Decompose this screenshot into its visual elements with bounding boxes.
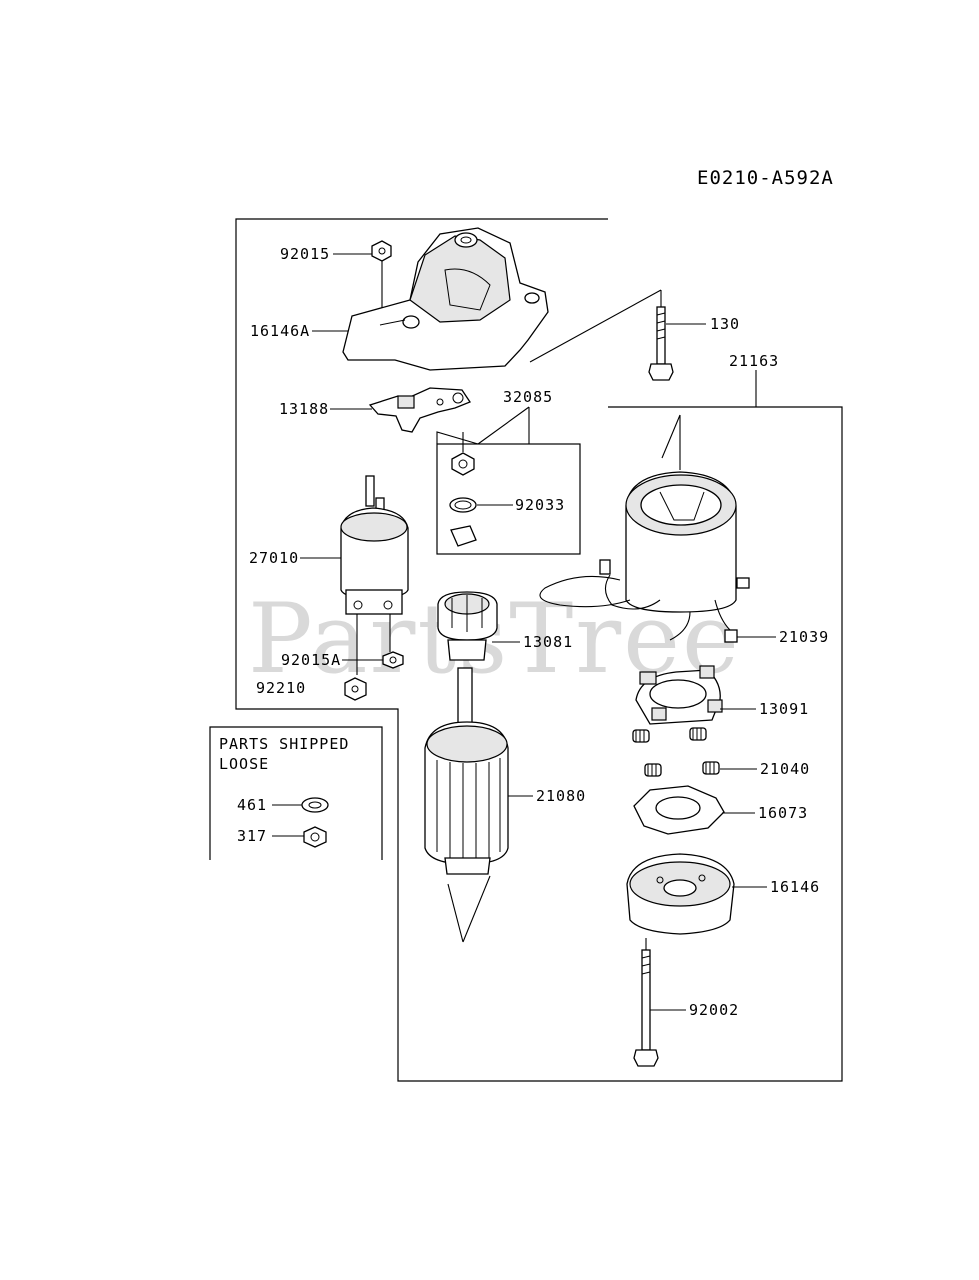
plate-16073-drawing xyxy=(633,785,725,835)
label-461: 461 xyxy=(237,796,267,814)
label-92210: 92210 xyxy=(256,679,306,697)
label-32085: 32085 xyxy=(503,388,553,406)
loose-title-line1: PARTS SHIPPED xyxy=(219,735,349,753)
springs-21040-drawing xyxy=(632,727,720,777)
diagram-code: E0210-A592A xyxy=(697,167,834,189)
label-13081: 13081 xyxy=(523,633,573,651)
loose-parts-box xyxy=(209,726,383,860)
lever-13188-drawing xyxy=(368,387,471,433)
label-21080: 21080 xyxy=(536,787,586,805)
yoke-21163-drawing xyxy=(539,414,750,641)
bolt-130-drawing xyxy=(529,289,674,381)
bolt-92002-drawing xyxy=(633,938,659,1067)
main-frame xyxy=(235,218,843,1082)
brush-holder-13091-drawing xyxy=(635,665,723,725)
label-16073: 16073 xyxy=(758,804,808,822)
terminal-21039-drawing xyxy=(724,629,738,643)
label-21163: 21163 xyxy=(729,352,779,370)
solenoid-27010-drawing xyxy=(340,475,409,675)
label-92033: 92033 xyxy=(515,496,565,514)
kit-32085-drawing xyxy=(449,432,477,547)
kit-32085-box xyxy=(436,443,581,555)
armature-21080-drawing xyxy=(424,667,509,943)
label-13091: 13091 xyxy=(759,700,809,718)
label-92015A: 92015A xyxy=(281,651,341,669)
washer-461-drawing xyxy=(301,797,329,813)
nut-92210-drawing xyxy=(344,677,367,701)
front-housing-16146A-drawing xyxy=(342,227,549,371)
label-92002: 92002 xyxy=(689,1001,739,1019)
loose-title-line2: LOOSE xyxy=(219,755,269,773)
label-317: 317 xyxy=(237,827,267,845)
label-21039: 21039 xyxy=(779,628,829,646)
label-27010: 27010 xyxy=(249,549,299,567)
nut-317-drawing xyxy=(303,826,327,848)
label-16146A: 16146A xyxy=(250,322,310,340)
rear-cover-16146-drawing xyxy=(626,853,735,935)
label-16146: 16146 xyxy=(770,878,820,896)
label-21040: 21040 xyxy=(760,760,810,778)
pinion-13081-drawing xyxy=(437,591,498,661)
label-13188: 13188 xyxy=(279,400,329,418)
label-92015: 92015 xyxy=(280,245,330,263)
nut-92015A-drawing xyxy=(382,651,404,669)
callouts: 92015 16146A 13188 32085 92033 130 21163… xyxy=(237,245,829,1019)
label-130: 130 xyxy=(710,315,740,333)
